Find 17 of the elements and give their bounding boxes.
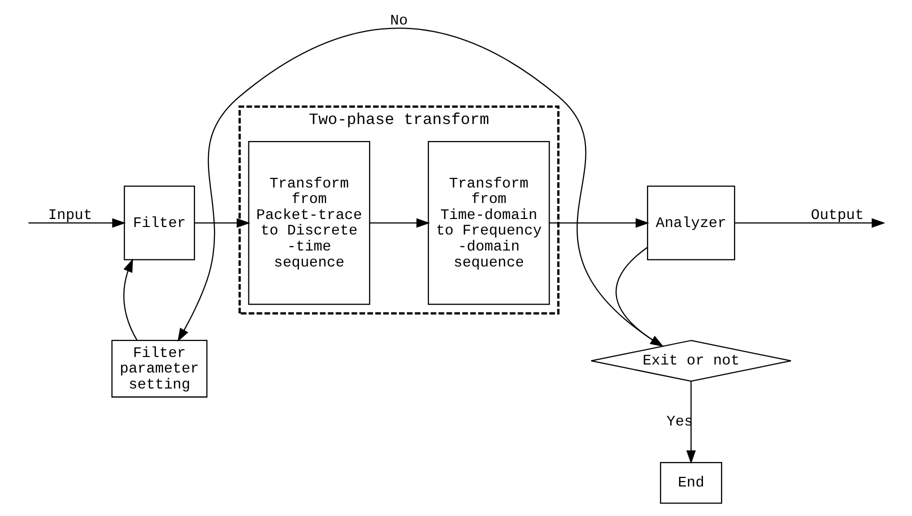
node-box: Transform from Packet-trace to Discrete -time sequence (248, 141, 370, 305)
edge-label: No (390, 14, 408, 30)
arrow (549, 218, 650, 228)
arrow (686, 381, 696, 464)
node-box: Filter (124, 186, 196, 260)
arrow (370, 218, 430, 228)
node-box: End (660, 462, 722, 504)
arrow (123, 258, 138, 341)
arrow (28, 218, 126, 228)
node-box: Filter parameter setting (111, 340, 208, 398)
arrow (734, 218, 886, 228)
node-box: Transform from Time-domain to Frequency -domain sequence (428, 141, 550, 305)
arrow (194, 218, 250, 228)
edge-label: Output (810, 208, 864, 224)
node-box: Analyzer (646, 186, 736, 260)
edge-label: Input (48, 208, 92, 224)
node-diamond: Exit or not (590, 340, 792, 382)
